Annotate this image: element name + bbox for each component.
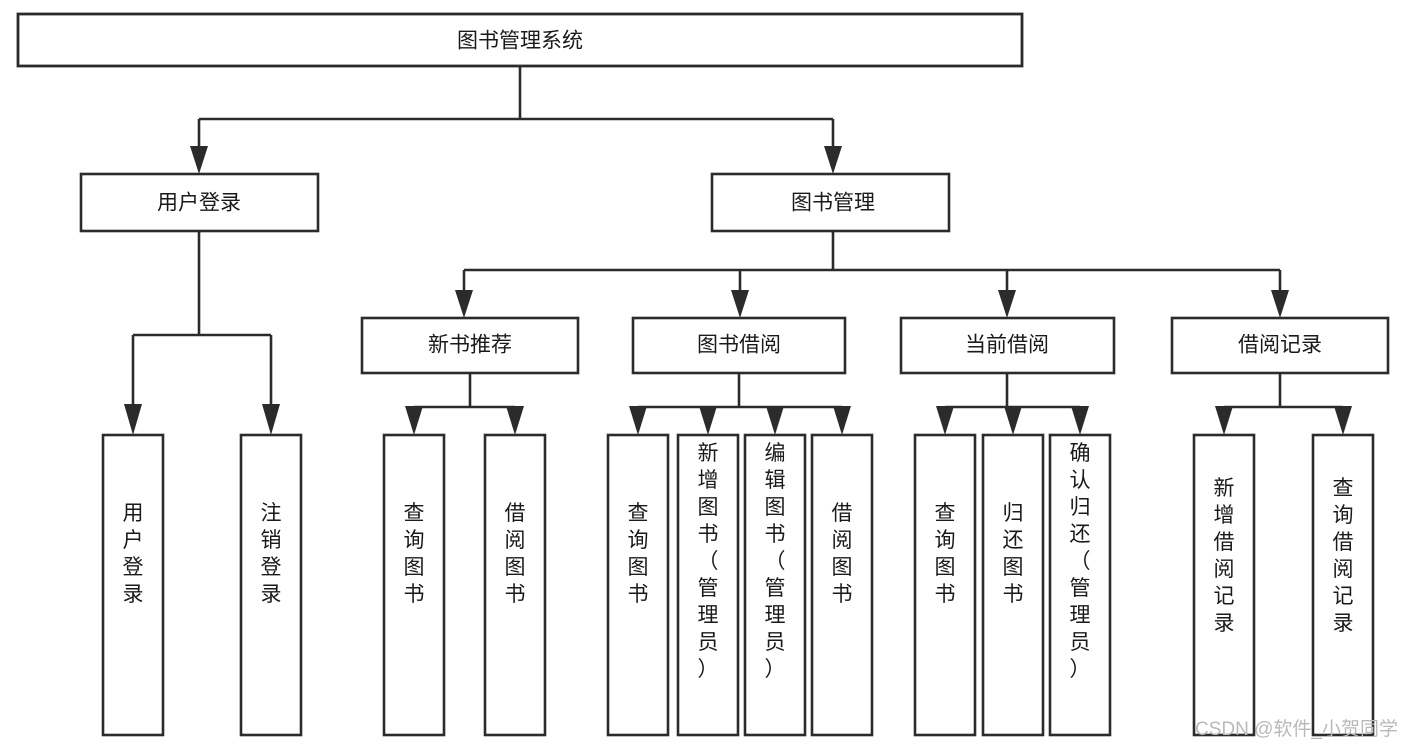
node-user-login-box[interactable] (79, 172, 320, 233)
node-new-book-recommend-label: 新书推荐 (428, 334, 512, 357)
node-book-borrow[interactable]: 图书借阅 (631, 316, 847, 375)
arrow-bm-current-borrow-icon (998, 290, 1016, 318)
node-leaf-user-login-label: 用户登录 (123, 502, 144, 606)
node-book-borrow-label: 图书借阅 (697, 334, 781, 357)
node-book-management-box[interactable] (710, 172, 951, 233)
node-leaf-query-book-1[interactable]: 查询图书 (382, 433, 446, 737)
arrow-user-login-leaf1-icon (124, 404, 142, 435)
node-leaf-borrow-book-2-label: 借阅图书 (832, 502, 853, 606)
node-leaf-borrow-book-1-box[interactable] (483, 433, 547, 737)
node-root[interactable]: 图书管理系统 (16, 12, 1024, 68)
node-current-borrow[interactable]: 当前借阅 (899, 316, 1116, 375)
node-root-label: 图书管理系统 (457, 30, 583, 53)
node-leaf-user-logout[interactable]: 注销登录 (239, 433, 303, 737)
node-leaf-confirm-return[interactable]: 确认归还（管理员） (1048, 433, 1112, 737)
node-leaf-borrow-book-1-label: 借阅图书 (505, 502, 526, 606)
node-leaf-query-book-2-label: 查询图书 (628, 502, 649, 606)
node-user-login-label: 用户登录 (157, 192, 241, 215)
node-leaf-add-record-label: 新增借阅记录 (1214, 477, 1235, 635)
arrow-bm-new-book-icon (455, 290, 473, 318)
node-leaf-return-book-label: 归还图书 (1003, 502, 1024, 606)
node-book-management[interactable]: 图书管理 (710, 172, 951, 233)
arrow-new-book-l2-icon (506, 406, 524, 435)
node-leaf-user-logout-label: 注销登录 (261, 502, 282, 606)
node-leaf-edit-book-box[interactable] (743, 433, 807, 737)
node-leaf-add-book-label: 新增图书（管理员） (698, 442, 719, 681)
node-user-login[interactable]: 用户登录 (79, 172, 320, 233)
node-leaf-borrow-book-2-box[interactable] (810, 433, 874, 737)
node-leaf-add-record[interactable]: 新增借阅记录 (1192, 433, 1256, 737)
arrow-current-borrow-l2-icon (1004, 406, 1022, 435)
arrow-book-borrow-l4-icon (833, 406, 851, 435)
node-book-borrow-box[interactable] (631, 316, 847, 375)
node-leaf-return-book[interactable]: 归还图书 (981, 433, 1045, 737)
node-new-book-recommend[interactable]: 新书推荐 (360, 316, 580, 375)
arrow-book-borrow-l1-icon (629, 406, 647, 435)
node-leaf-query-book-1-box[interactable] (382, 433, 446, 737)
node-borrow-record-box[interactable] (1170, 316, 1390, 375)
node-leaf-edit-book[interactable]: 编辑图书（管理员） (743, 433, 807, 737)
node-leaf-query-book-1-label: 查询图书 (404, 502, 425, 606)
node-root-box[interactable] (16, 12, 1024, 68)
node-leaf-borrow-book-1[interactable]: 借阅图书 (483, 433, 547, 737)
node-leaf-add-book[interactable]: 新增图书（管理员） (676, 433, 740, 737)
arrow-borrow-record-l1-icon (1215, 406, 1233, 435)
arrow-book-borrow-l2-icon (699, 406, 717, 435)
node-leaf-user-logout-box[interactable] (239, 433, 303, 737)
node-book-management-label: 图书管理 (791, 192, 875, 215)
node-current-borrow-box[interactable] (899, 316, 1116, 375)
arrow-current-borrow-l3-icon (1071, 406, 1089, 435)
node-leaf-confirm-return-box[interactable] (1048, 433, 1112, 737)
node-leaf-query-book-2[interactable]: 查询图书 (606, 433, 670, 737)
watermark-label: CSDN @软件_小贺同学 (1195, 718, 1398, 740)
node-leaf-edit-book-label: 编辑图书（管理员） (765, 442, 786, 681)
node-borrow-record-label: 借阅记录 (1238, 334, 1322, 357)
node-new-book-recommend-box[interactable] (360, 316, 580, 375)
node-leaf-query-record-label: 查询借阅记录 (1333, 477, 1354, 635)
node-leaf-query-record-box[interactable] (1311, 433, 1375, 737)
node-leaf-query-record[interactable]: 查询借阅记录 (1311, 433, 1375, 737)
node-leaf-add-book-box[interactable] (676, 433, 740, 737)
arrow-bm-book-borrow-icon (731, 290, 749, 318)
node-leaf-user-login[interactable]: 用户登录 (101, 433, 165, 737)
node-leaf-query-book-3-box[interactable] (913, 433, 977, 737)
node-leaf-query-book-2-box[interactable] (606, 433, 670, 737)
node-leaf-add-record-box[interactable] (1192, 433, 1256, 737)
arrow-user-login-leaf2-icon (262, 404, 280, 435)
node-leaf-borrow-book-2[interactable]: 借阅图书 (810, 433, 874, 737)
arrow-current-borrow-l1-icon (936, 406, 954, 435)
node-leaf-return-book-box[interactable] (981, 433, 1045, 737)
node-leaf-user-login-box[interactable] (101, 433, 165, 737)
arrow-new-book-l1-icon (405, 406, 423, 435)
node-current-borrow-label: 当前借阅 (965, 334, 1049, 357)
arrow-bm-borrow-record-icon (1271, 290, 1289, 318)
arrow-borrow-record-l2-icon (1334, 406, 1352, 435)
arrow-root-to-user-login-icon (190, 146, 208, 174)
node-leaf-query-book-3-label: 查询图书 (935, 502, 956, 606)
node-leaf-confirm-return-label: 确认归还（管理员） (1070, 442, 1091, 681)
arrow-book-borrow-l3-icon (766, 406, 784, 435)
arrow-root-to-book-management-icon (824, 146, 842, 174)
connector-layer (124, 66, 1352, 435)
node-borrow-record[interactable]: 借阅记录 (1170, 316, 1390, 375)
node-leaf-query-book-3[interactable]: 查询图书 (913, 433, 977, 737)
